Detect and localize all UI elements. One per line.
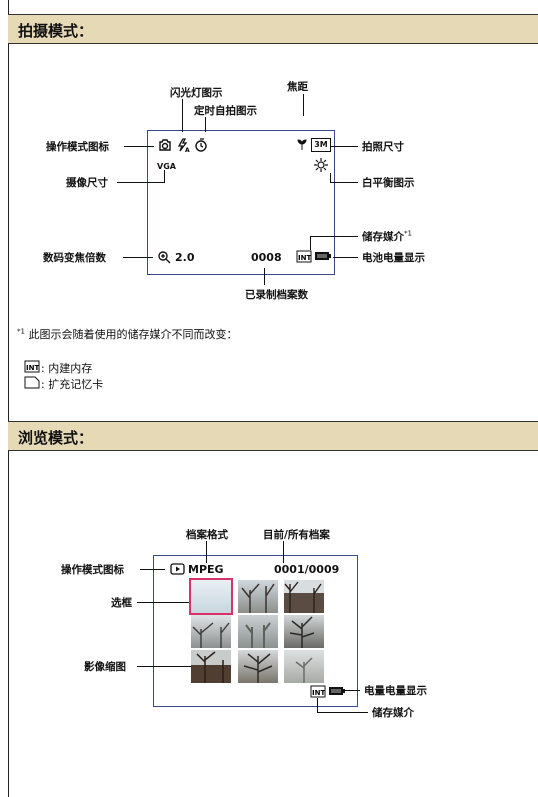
page-frame [8,0,538,797]
leader-line [137,602,191,603]
leader-line [117,182,165,183]
leader-line [264,268,265,285]
label-thumbnail: 影像缩图 [84,661,126,673]
leader-line [317,712,368,713]
label-mode-icon: 操作模式图标 [46,141,109,153]
thumbnail[interactable] [238,580,278,613]
label-storage-text: 储存媒介 [362,231,404,243]
svg-text:INT: INT [26,364,39,372]
thumbnail[interactable] [238,650,278,683]
thumbnail[interactable] [284,580,324,613]
leader-line [330,146,358,147]
leader-line [124,146,154,147]
label-mode-icon: 操作模式图标 [61,564,124,576]
label-file-format: 档案格式 [186,529,228,541]
footnote-marker: *1 [17,327,25,336]
label-battery: 电量电量显示 [364,685,427,697]
photo-size-icon: 3M [311,138,331,152]
section-header-playback: 浏览模式： [8,421,538,451]
thumbnail[interactable] [284,650,324,683]
internal-memory-text: : 内建内存 [41,362,93,375]
leader-line [164,170,165,183]
thumbnail[interactable] [191,650,231,683]
label-selector: 选框 [111,597,132,609]
recorded-count: 0008 [251,251,282,264]
memory-card-text: : 扩充记忆卡 [41,378,104,391]
leader-line [140,569,165,570]
file-counter: 0001/0009 [274,563,340,576]
label-focus: 焦距 [287,81,308,93]
playback-mode-icon [170,563,185,575]
section-title: 浏览模式： [18,429,94,447]
thumbnail[interactable] [191,615,231,648]
memory-card-icon [24,376,40,389]
leader-line [206,541,207,563]
label-battery: 电池电量显示 [362,252,425,264]
video-size-value: VGA [157,162,176,171]
label-white-balance: 白平衡图示 [362,177,415,189]
thumbnail[interactable] [238,615,278,648]
file-format-value: MPEG [188,563,224,576]
camera-mode-icon [159,139,171,151]
battery-icon [329,687,345,695]
leader-line [341,690,360,691]
footnote-marker: *1 [404,229,412,238]
leader-line [317,698,318,713]
label-current-total: 目前/所有档案 [263,529,330,541]
leader-line [123,257,153,258]
svg-text:A: A [185,147,190,153]
section-header-capture: 拍摄模式： [8,14,538,44]
macro-focus-icon [297,139,307,150]
leader-line [303,94,304,116]
white-balance-sun-icon [314,158,328,172]
label-video-size: 摄像尺寸 [66,177,108,189]
self-timer-icon [195,138,207,152]
internal-memory-icon: INT [296,250,312,263]
leader-line [330,173,331,183]
footnote: *1 此图示会随着使用的储存媒介不同而改变： [17,326,237,342]
zoom-icon [158,251,171,264]
internal-memory-icon: INT [24,360,40,373]
svg-text:INT: INT [298,254,311,262]
label-recorded: 已录制档案数 [245,289,308,301]
label-storage: 储存媒介 [372,707,414,719]
leader-line [137,666,191,667]
label-digital-zoom: 数码变焦倍数 [43,252,106,264]
footnote-text: 此图示会随着使用的储存媒介不同而改变： [28,328,238,341]
leader-line [310,236,311,250]
leader-line [333,257,358,258]
zoom-value: 2.0 [175,251,195,264]
leader-line [283,541,284,563]
label-photo-size: 拍照尺寸 [362,141,404,153]
internal-memory-icon: INT [310,685,326,698]
flash-icon: A [177,138,190,153]
label-flash: 闪光灯图示 [170,87,223,99]
label-storage: 储存媒介*1 [362,229,412,244]
leader-line [205,117,206,132]
label-timer: 定时自拍图示 [194,105,257,117]
leader-line [182,99,183,132]
section-title: 拍摄模式： [18,22,94,40]
svg-text:INT: INT [312,689,325,697]
thumbnail[interactable] [191,580,231,613]
battery-icon [315,252,331,260]
leader-line [330,182,358,183]
thumbnail[interactable] [284,615,324,648]
selection-frame [189,578,233,615]
leader-line [310,236,358,237]
